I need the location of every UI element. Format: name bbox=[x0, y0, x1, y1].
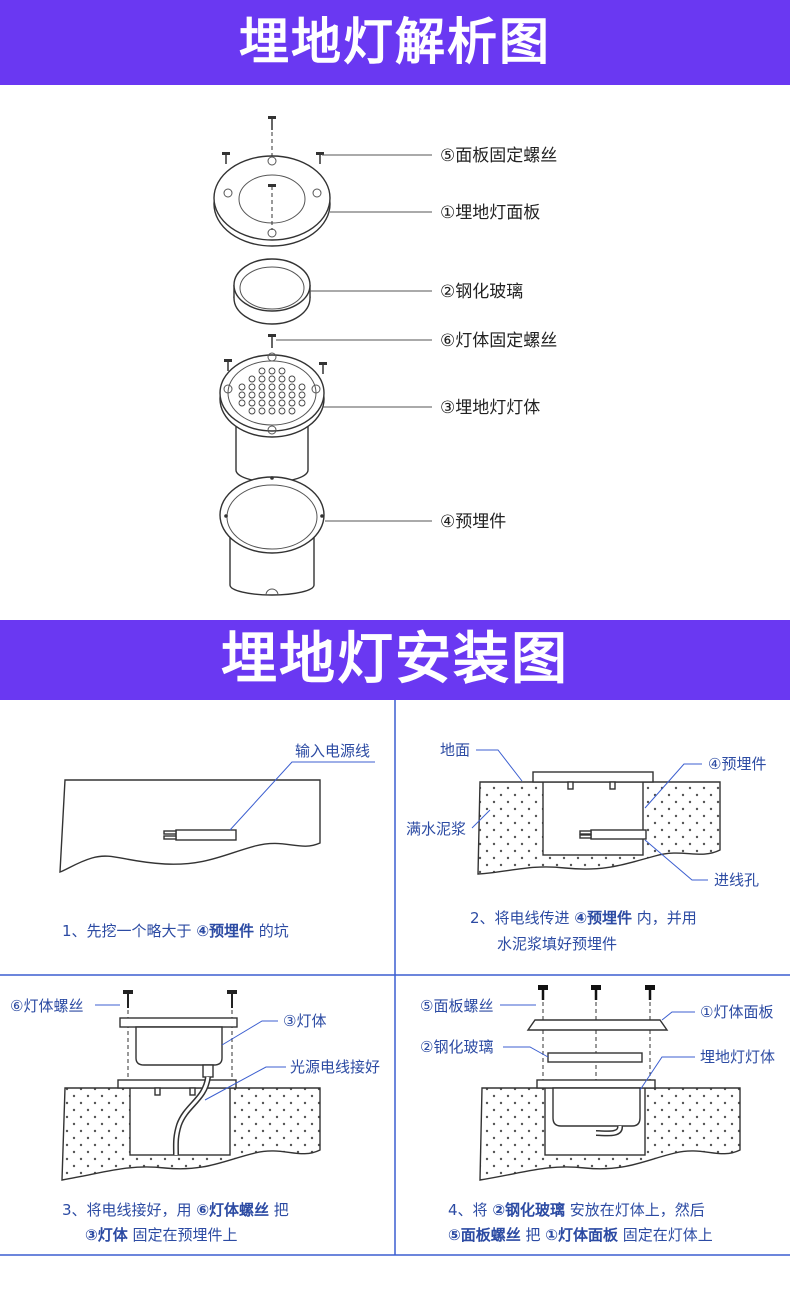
power-cable bbox=[579, 829, 647, 840]
screw-icon bbox=[645, 985, 655, 1080]
led-chip bbox=[258, 407, 266, 415]
led-chip bbox=[288, 407, 296, 415]
led-chip bbox=[298, 383, 306, 391]
label-glass: ②钢化玻璃 bbox=[420, 1038, 493, 1056]
label-face-panel: ①埋地灯面板 bbox=[440, 203, 540, 223]
led-chip bbox=[258, 383, 266, 391]
power-cable bbox=[163, 829, 237, 841]
led-chip bbox=[238, 399, 246, 407]
screw-icon bbox=[538, 985, 548, 1080]
lamp-body bbox=[119, 1017, 238, 1078]
led-array bbox=[238, 367, 306, 415]
led-chip bbox=[278, 399, 286, 407]
led-chip bbox=[288, 375, 296, 383]
step-4-caption-line1: 4、将 ②钢化玻璃 安放在灯体上，然后 bbox=[448, 1201, 705, 1219]
led-chip bbox=[268, 407, 276, 415]
screw-icon bbox=[268, 116, 276, 156]
led-chip bbox=[258, 367, 266, 375]
label-cement-slurry: 满水泥浆 bbox=[406, 820, 466, 838]
screw-icon bbox=[319, 362, 327, 374]
led-chip bbox=[248, 399, 256, 407]
step-3-caption-line1: 3、将电线接好，用 ⑥灯体螺丝 把 bbox=[62, 1201, 289, 1219]
body-screws bbox=[224, 334, 327, 374]
ground-pit bbox=[59, 779, 321, 873]
led-chip bbox=[238, 383, 246, 391]
led-chip bbox=[268, 383, 276, 391]
led-chip bbox=[248, 391, 256, 399]
install-title-banner: 埋地灯安装图 bbox=[0, 620, 790, 700]
led-chip bbox=[248, 407, 256, 415]
led-chip bbox=[278, 375, 286, 383]
panel-screws bbox=[222, 116, 324, 164]
label-face-panel: ①灯体面板 bbox=[700, 1003, 773, 1021]
light-wire bbox=[172, 1076, 211, 1156]
led-chip bbox=[278, 391, 286, 399]
label-pre-buried: ④预埋件 bbox=[440, 512, 506, 532]
step-4-caption-line2: ⑤面板螺丝 把 ①灯体面板 固定在灯体上 bbox=[448, 1226, 713, 1244]
led-chip bbox=[248, 375, 256, 383]
led-chip bbox=[288, 399, 296, 407]
screw-icon bbox=[222, 152, 230, 164]
pre-buried-plate bbox=[117, 1079, 237, 1089]
pre-buried-box bbox=[542, 781, 644, 856]
led-chip bbox=[268, 367, 276, 375]
label-lamp-body: 埋地灯灯体 bbox=[700, 1048, 775, 1066]
step-3-drawing: ⑥灯体螺丝 ③灯体 光源电线接好 bbox=[10, 990, 380, 1181]
lamp-body bbox=[219, 352, 325, 483]
led-chip bbox=[238, 391, 246, 399]
label-cable-hole: 进线孔 bbox=[714, 871, 759, 889]
lamp-body bbox=[552, 1087, 641, 1127]
led-chip bbox=[268, 375, 276, 383]
face-panel bbox=[213, 155, 331, 247]
screw-icon bbox=[123, 990, 133, 1082]
pre-buried-plate bbox=[536, 1079, 656, 1089]
label-body-screw: ⑥灯体固定螺丝 bbox=[440, 331, 557, 351]
label-lamp-body: ③灯体 bbox=[283, 1012, 326, 1030]
label-ground: 地面 bbox=[440, 741, 470, 759]
label-glass: ②钢化玻璃 bbox=[440, 282, 523, 302]
step-4-drawing: ⑤面板螺丝 ①灯体面板 ②钢化玻璃 埋地灯灯体 bbox=[420, 985, 775, 1181]
label-panel-screw: ⑤面板固定螺丝 bbox=[440, 146, 557, 166]
label-wire-connect: 光源电线接好 bbox=[290, 1058, 380, 1076]
led-chip bbox=[258, 399, 266, 407]
led-chip bbox=[278, 367, 286, 375]
led-chip bbox=[298, 399, 306, 407]
pre-buried-plate bbox=[532, 771, 654, 783]
label-lamp-body: ③埋地灯灯体 bbox=[440, 398, 540, 418]
tempered-glass bbox=[233, 258, 311, 325]
analysis-title-banner: 埋地灯解析图 bbox=[0, 0, 790, 85]
led-chip bbox=[268, 391, 276, 399]
face-panel bbox=[526, 1019, 669, 1031]
led-chip bbox=[278, 407, 286, 415]
led-chip bbox=[288, 383, 296, 391]
label-pre-buried: ④预埋件 bbox=[708, 755, 766, 773]
led-chip bbox=[268, 399, 276, 407]
led-chip bbox=[248, 383, 256, 391]
screw-icon bbox=[227, 990, 237, 1082]
led-chip bbox=[258, 375, 266, 383]
step-2-drawing: 地面 ④预埋件 满水泥浆 进线孔 bbox=[406, 741, 766, 889]
label-power-cable: 输入电源线 bbox=[295, 742, 370, 760]
step-2-caption-line1: 2、将电线传进 ④预埋件 内，并用 bbox=[470, 909, 697, 927]
light-wire bbox=[595, 1125, 623, 1137]
step-1-caption: 1、先挖一个略大于 ④预埋件 的坑 bbox=[62, 922, 289, 940]
led-chip bbox=[278, 383, 286, 391]
led-chip bbox=[258, 391, 266, 399]
step-2-caption-line2: 水泥浆填好预埋件 bbox=[497, 935, 618, 953]
step-3-caption-line2: ③灯体 固定在预埋件上 bbox=[85, 1226, 238, 1244]
label-panel-screw: ⑤面板螺丝 bbox=[420, 997, 493, 1015]
screw-icon bbox=[268, 334, 276, 348]
label-body-screw: ⑥灯体螺丝 bbox=[10, 997, 83, 1015]
screw-icon bbox=[224, 359, 232, 371]
screw-icon bbox=[316, 152, 324, 164]
step-1-drawing: 输入电源线 bbox=[59, 742, 375, 873]
tempered-glass bbox=[547, 1052, 643, 1063]
exploded-view: ⑤面板固定螺丝 ①埋地灯面板 ②钢化玻璃 ⑥灯体固定螺丝 ③埋地灯灯体 ④预埋件 bbox=[213, 116, 557, 596]
led-chip bbox=[288, 391, 296, 399]
led-chip bbox=[298, 391, 306, 399]
screw-icon bbox=[591, 985, 601, 1080]
pre-buried-part bbox=[219, 476, 325, 596]
